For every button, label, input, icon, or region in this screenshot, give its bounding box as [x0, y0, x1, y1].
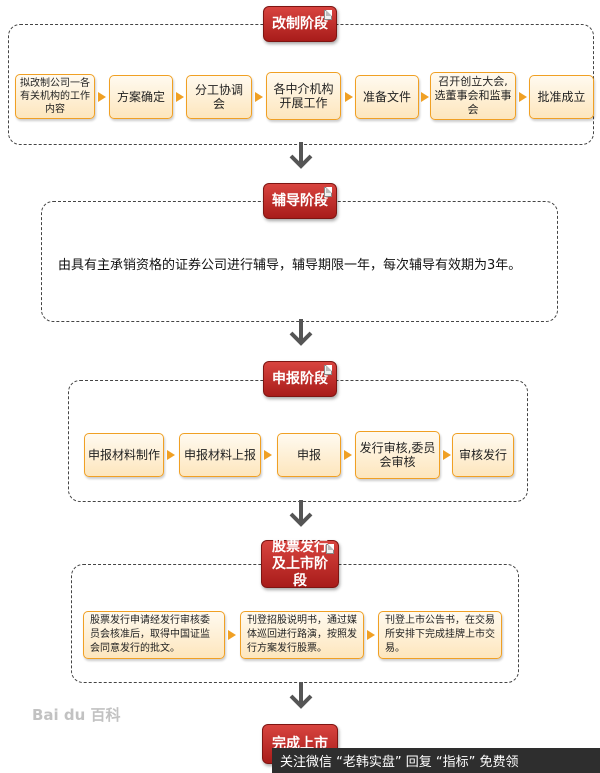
arrow-right-icon	[264, 450, 272, 460]
guidance-stage-group	[41, 201, 558, 322]
guidance-stage-label: 辅导阶段	[263, 183, 337, 219]
arrow-right-icon	[421, 92, 429, 102]
issuance-stage-label: 股票发行及上市阶段	[261, 538, 339, 589]
reform-step-7: 批准成立	[529, 75, 594, 119]
guidance-description: 由具有主承销资格的证券公司进行辅导，辅导期限一年，每次辅导有效期为3年。	[58, 258, 522, 273]
baidu-watermark: Bai du 百科	[32, 706, 121, 724]
application-step-1: 申报材料制作	[84, 433, 164, 477]
application-stage-title: 申报阶段	[272, 370, 328, 387]
arrow-right-icon	[345, 92, 353, 102]
issuance-step-1: 股票发行申请经发行审核委员会核准后，取得中国证监会同意发行的批文。	[83, 611, 225, 659]
reform-step-4: 各中介机构开展工作	[266, 72, 341, 120]
chevron-down-icon	[289, 682, 313, 709]
application-step-5: 审核发行	[452, 433, 514, 477]
note-icon	[324, 10, 332, 20]
chevron-down-icon	[289, 500, 313, 527]
application-step-3: 申报	[277, 433, 341, 477]
chevron-down-icon	[289, 142, 313, 169]
arrow-right-icon	[167, 450, 175, 460]
arrow-right-icon	[176, 92, 184, 102]
reform-step-1: 拟改制公司一各有关机构的工作内容	[15, 74, 95, 119]
issuance-stage-title: 股票发行及上市阶段	[272, 538, 328, 589]
issuance-step-2: 刊登招股说明书，通过媒体巡回进行路演，按照发行方案发行股票。	[240, 611, 364, 659]
application-step-4: 发行审核,委员会审核	[355, 431, 440, 479]
application-stage-label: 申报阶段	[263, 361, 337, 397]
reform-step-5: 准备文件	[355, 75, 419, 119]
reform-step-2: 方案确定	[109, 75, 173, 119]
reform-stage-label: 改制阶段	[263, 6, 337, 42]
note-icon	[326, 544, 334, 554]
arrow-right-icon	[344, 450, 352, 460]
application-step-2: 申报材料上报	[179, 433, 261, 477]
arrow-right-icon	[255, 92, 263, 102]
chevron-down-icon	[289, 319, 313, 346]
arrow-right-icon	[228, 630, 236, 640]
reform-step-3: 分工协调会	[186, 75, 252, 119]
issuance-step-3: 刊登上市公告书，在交易所安排下完成挂牌上市交易。	[378, 611, 502, 659]
reform-stage-title: 改制阶段	[272, 15, 328, 32]
footer-banner-text: 关注微信 “老韩实盘” 回复 “指标” 免费领	[280, 755, 519, 770]
footer-banner: 关注微信 “老韩实盘” 回复 “指标” 免费领	[272, 748, 600, 773]
note-icon	[324, 187, 332, 197]
reform-step-6: 召开创立大会,选董事会和监事会	[430, 72, 516, 120]
arrow-right-icon	[367, 630, 375, 640]
arrow-right-icon	[519, 92, 527, 102]
arrow-right-icon	[98, 92, 106, 102]
arrow-right-icon	[443, 450, 451, 460]
final-stage-title: 完成上市	[272, 735, 328, 752]
guidance-stage-title: 辅导阶段	[272, 192, 328, 209]
note-icon	[324, 365, 332, 375]
